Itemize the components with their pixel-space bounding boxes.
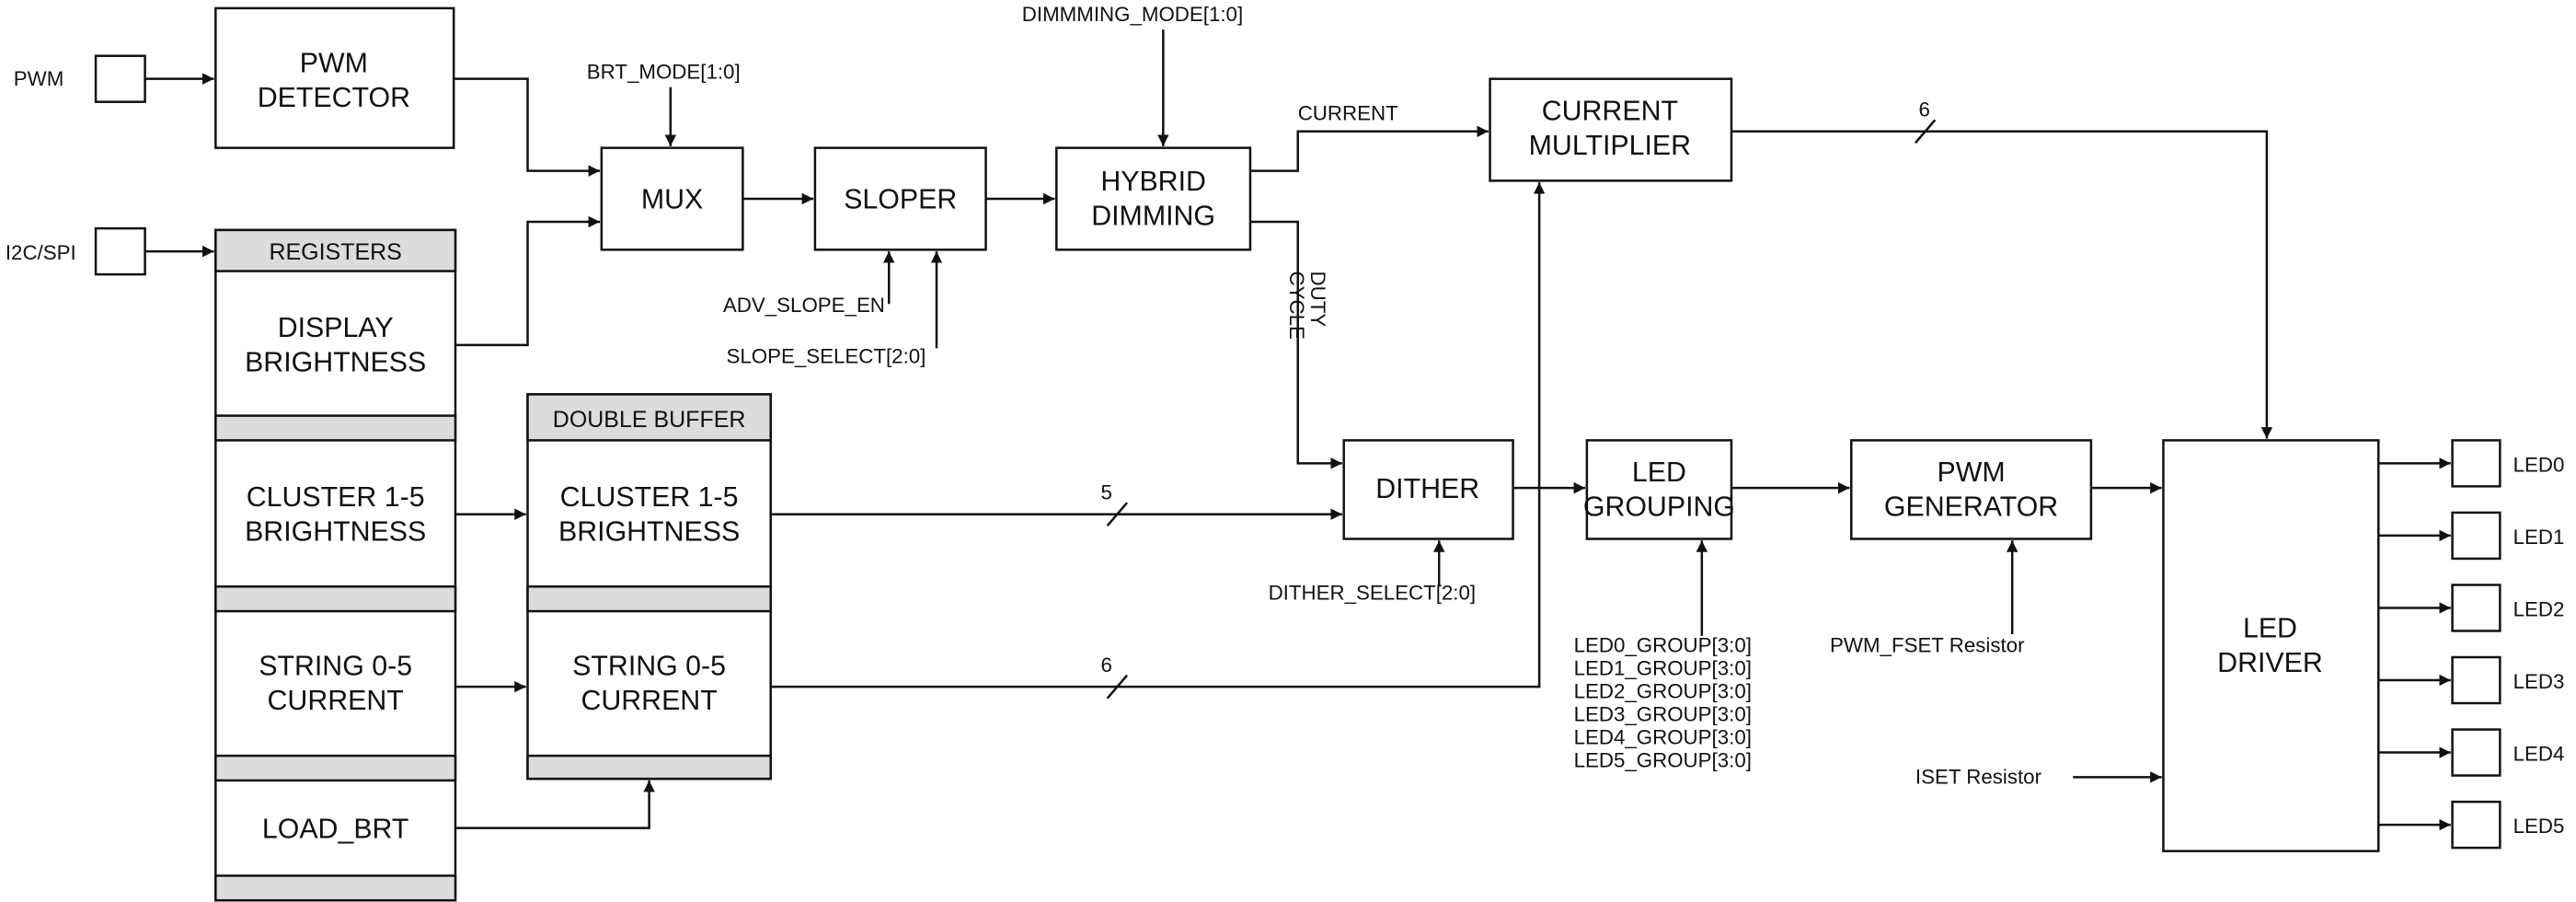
- hybrid-dimming-block: HYBRID DIMMING: [1055, 146, 1252, 251]
- led-output-0: LED0: [2378, 439, 2565, 488]
- dimming-mode-label: DIMMMING_MODE[1:0]: [1022, 3, 1243, 26]
- hybrid-label-1: HYBRID: [1100, 167, 1206, 197]
- reg-load-brt: LOAD_BRT: [262, 814, 409, 844]
- led-grouping-block: LED GROUPING: [1583, 439, 1735, 540]
- bus-width-string: 6: [1101, 653, 1112, 676]
- pwm-generator-block: PWM GENERATOR: [1850, 439, 2093, 540]
- pwm-pin-label: PWM: [14, 67, 64, 90]
- i2c-pin: I2C/SPI: [6, 226, 214, 276]
- output-label: LED5: [2513, 815, 2565, 838]
- led-output-4: LED4: [2378, 728, 2565, 777]
- led-driver-label-1: LED: [2243, 614, 2297, 644]
- mux-label: MUX: [641, 185, 703, 215]
- output-pin: [2451, 728, 2501, 777]
- reg-string-1: STRING 0-5: [259, 652, 412, 682]
- led1-group-label: LED1_GROUP[3:0]: [1574, 657, 1752, 680]
- led-grouping-label-1: LED: [1632, 457, 1686, 488]
- led4-group-label: LED4_GROUP[3:0]: [1574, 726, 1752, 749]
- led5-group-label: LED5_GROUP[3:0]: [1574, 749, 1752, 772]
- pwm-detector-block: PWM DETECTOR: [214, 6, 455, 149]
- iset-label: ISET Resistor: [1915, 765, 2042, 788]
- i2c-pin-label: I2C/SPI: [6, 241, 76, 264]
- double-buffer-block: DOUBLE BUFFER CLUSTER 1-5 BRIGHTNESS STR…: [526, 393, 772, 781]
- pwm-gen-label-2: GENERATOR: [1884, 492, 2058, 523]
- pwm-fset-label: PWM_FSET Resistor: [1830, 634, 2025, 657]
- led0-group-label: LED0_GROUP[3:0]: [1574, 634, 1752, 657]
- registers-header: REGISTERS: [269, 239, 401, 265]
- led-grouping-label-2: GROUPING: [1583, 492, 1735, 523]
- output-pin: [2451, 800, 2501, 850]
- cm-label-2: MULTIPLIER: [1529, 131, 1691, 161]
- db-string-1: STRING 0-5: [572, 652, 726, 682]
- reg-cluster-2: BRIGHTNESS: [245, 516, 426, 547]
- led-driver-block: LED DRIVER: [2162, 439, 2380, 852]
- reg-cluster-1: CLUSTER 1-5: [247, 482, 425, 513]
- reg-string-2: CURRENT: [268, 686, 404, 716]
- brt-mode-label: BRT_MODE[1:0]: [587, 61, 741, 84]
- current-label: CURRENT: [1298, 101, 1398, 124]
- output-pin: [2451, 584, 2501, 632]
- db-string-2: CURRENT: [581, 686, 717, 716]
- current-multiplier-block: CURRENT MULTIPLIER: [1489, 77, 1733, 182]
- led-output-2: LED2: [2378, 584, 2565, 632]
- led-output-3: LED3: [2378, 655, 2565, 705]
- sloper-label: SLOPER: [844, 185, 957, 215]
- mux-block: MUX: [600, 146, 744, 251]
- dither-select-label: DITHER_SELECT[2:0]: [1269, 582, 1477, 605]
- led3-group-label: LED3_GROUP[3:0]: [1574, 703, 1752, 726]
- led-output-5: LED5: [2378, 800, 2565, 850]
- output-label: LED2: [2513, 597, 2565, 620]
- cm-label-1: CURRENT: [1542, 96, 1678, 126]
- reg-display-1: DISPLAY: [278, 313, 394, 343]
- cycle-label: CYCLE: [1285, 272, 1308, 340]
- output-pin: [2451, 439, 2501, 488]
- led2-group-label: LED2_GROUP[3:0]: [1574, 680, 1752, 703]
- bus-width-current: 6: [1918, 98, 1929, 121]
- registers-block: REGISTERS DISPLAY BRIGHTNESS CLUSTER 1-5…: [214, 228, 457, 902]
- hybrid-label-2: DIMMING: [1091, 202, 1215, 232]
- bus-width-cluster: 5: [1101, 481, 1112, 504]
- pwm-gen-label-1: PWM: [1938, 457, 2006, 488]
- output-pin: [2451, 655, 2501, 705]
- output-label: LED3: [2513, 670, 2565, 693]
- pwm-detector-label-2: DETECTOR: [258, 83, 410, 113]
- double-buffer-header: DOUBLE BUFFER: [553, 407, 746, 433]
- db-cluster-2: BRIGHTNESS: [558, 516, 740, 547]
- db-cluster-1: CLUSTER 1-5: [560, 482, 739, 513]
- adv-slope-en-label: ADV_SLOPE_EN: [723, 294, 885, 317]
- duty-cycle-label: DUTY CYCLE: [1285, 272, 1329, 340]
- duty-label: DUTY: [1306, 272, 1329, 328]
- pwm-pin: PWM: [14, 54, 214, 103]
- pwm-detector-label-1: PWM: [300, 49, 368, 79]
- output-label: LED4: [2513, 742, 2565, 765]
- led-driver-label-2: DRIVER: [2217, 648, 2323, 678]
- slope-select-label: SLOPE_SELECT[2:0]: [727, 344, 926, 367]
- led-group-settings: LED0_GROUP[3:0] LED1_GROUP[3:0] LED2_GRO…: [1574, 634, 1752, 772]
- output-label: LED0: [2513, 453, 2565, 476]
- reg-display-2: BRIGHTNESS: [245, 347, 426, 377]
- dither-label: DITHER: [1375, 474, 1479, 504]
- sloper-block: SLOPER: [813, 146, 987, 251]
- output-pin: [2451, 511, 2501, 561]
- dither-block: DITHER: [1342, 439, 1514, 540]
- led-output-1: LED1: [2378, 511, 2565, 561]
- output-label: LED1: [2513, 526, 2565, 549]
